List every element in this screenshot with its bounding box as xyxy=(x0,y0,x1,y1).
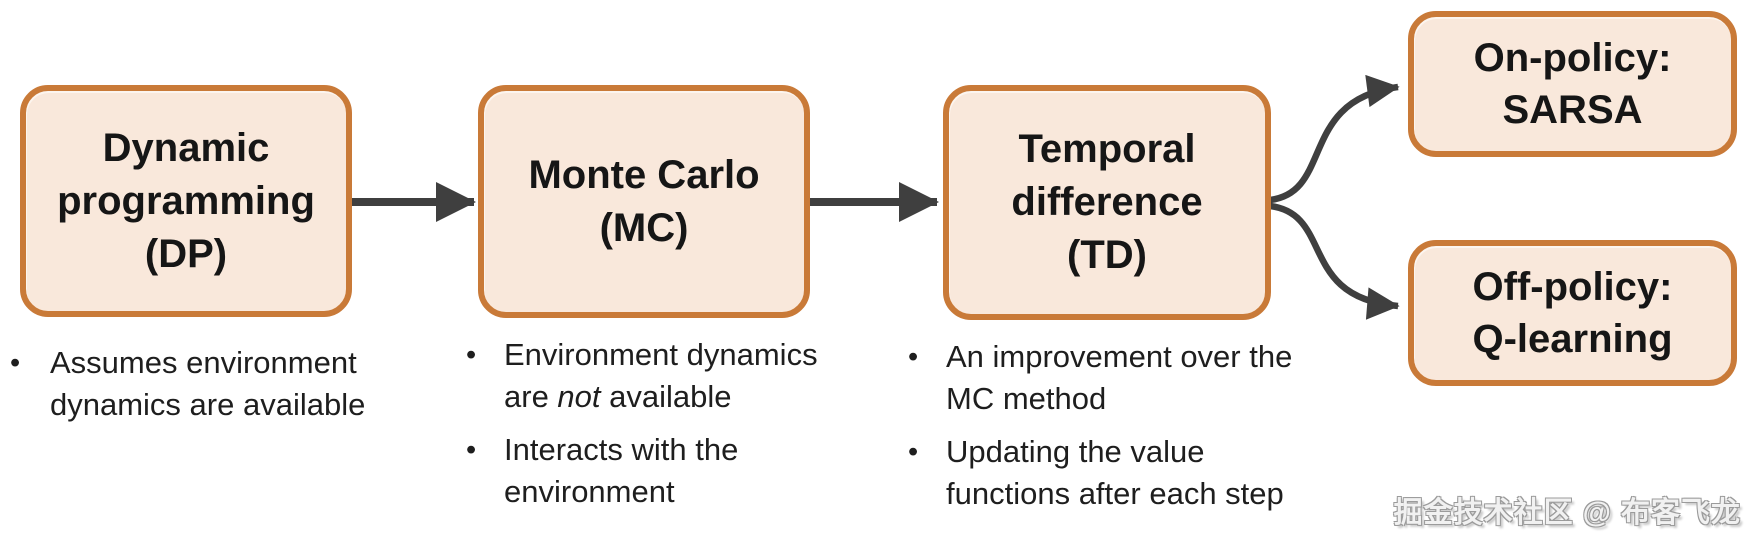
node-title-line: Q-learning xyxy=(1472,317,1673,361)
bullet-icon: • xyxy=(908,436,919,468)
bullet-icon: • xyxy=(466,339,477,371)
node-title-line: Temporal xyxy=(1018,127,1196,171)
list-item: • Interacts with the environment xyxy=(466,429,876,513)
node-off-policy-q-learning: Off-policy: Q-learning xyxy=(1408,240,1737,386)
note-text: Environment dynamics are not available xyxy=(504,334,818,418)
note-line: environment xyxy=(504,474,675,509)
node-title-line: On-policy: xyxy=(1473,36,1672,80)
note-line: Assumes environment xyxy=(50,345,357,380)
note-line: dynamics are available xyxy=(50,387,366,422)
note-text: Updating the value functions after each … xyxy=(946,431,1284,515)
list-item: • An improvement over the MC method xyxy=(908,336,1358,420)
note-text: An improvement over the MC method xyxy=(946,336,1292,420)
node-title-line: SARSA xyxy=(1502,88,1643,132)
note-line: are not available xyxy=(504,376,818,418)
note-line: functions after each step xyxy=(946,476,1284,511)
note-line: MC method xyxy=(946,381,1107,416)
note-segment: are xyxy=(504,379,558,414)
node-title-line: programming xyxy=(57,178,315,223)
note-line: Interacts with the xyxy=(504,432,739,467)
node-title-line: (DP) xyxy=(144,231,228,276)
list-item: • Assumes environment dynamics are avail… xyxy=(10,342,420,426)
node-temporal-difference: Temporal difference (TD) xyxy=(943,85,1271,320)
arrow-td-to-sarsa xyxy=(1269,74,1400,204)
node-title-line: (MC) xyxy=(599,205,689,250)
note-segment-italic: not xyxy=(557,379,601,414)
node-on-policy-sarsa: On-policy: SARSA xyxy=(1408,11,1737,157)
note-line: Environment dynamics xyxy=(504,337,818,372)
list-item: • Environment dynamics are not available xyxy=(466,334,876,418)
bullet-icon: • xyxy=(466,434,477,466)
bullet-icon: • xyxy=(908,341,919,373)
node-title-line: Monte Carlo xyxy=(528,152,760,197)
node-monte-carlo: Monte Carlo (MC) xyxy=(478,85,810,318)
note-line: Updating the value xyxy=(946,434,1205,469)
note-segment: available xyxy=(600,379,732,414)
note-text: Assumes environment dynamics are availab… xyxy=(50,342,365,426)
list-item: • Updating the value functions after eac… xyxy=(908,431,1358,515)
watermark: 掘金技术社区 @ 布客飞龙 xyxy=(1393,497,1741,529)
node-title-line: Dynamic xyxy=(102,125,270,170)
mc-notes-list: • Environment dynamics are not available… xyxy=(466,334,876,524)
arrow-td-to-qlearning xyxy=(1269,202,1400,320)
node-dynamic-programming: Dynamic programming (DP) xyxy=(20,85,352,317)
note-text: Interacts with the environment xyxy=(504,429,738,513)
dp-notes-list: • Assumes environment dynamics are avail… xyxy=(10,342,420,437)
td-notes-list: • An improvement over the MC method • Up… xyxy=(908,336,1358,526)
note-line: An improvement over the xyxy=(946,339,1293,374)
bullet-icon: • xyxy=(10,347,21,379)
node-title-line: (TD) xyxy=(1067,233,1147,277)
node-title-line: Off-policy: xyxy=(1472,265,1673,309)
node-title-line: difference xyxy=(1011,180,1203,224)
